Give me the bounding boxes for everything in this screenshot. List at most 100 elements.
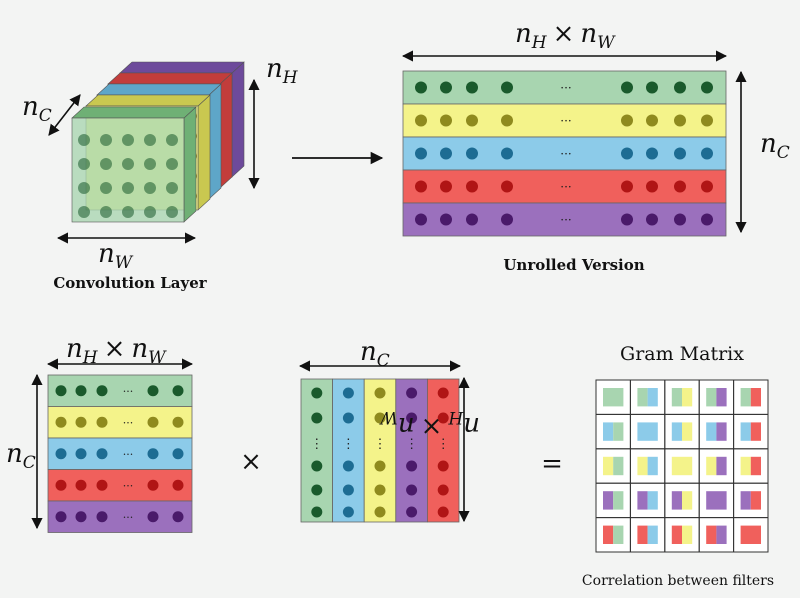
unrolled-dot [701,147,713,160]
cube-nh-label: nH [266,54,299,88]
unrolled-dot [621,147,633,160]
equals-sign: = [541,449,563,479]
unrolled-dot [701,180,713,193]
unrolled-row-yellow [402,103,727,138]
unrolled-dot [466,81,478,94]
gram-swatch-yellow [682,491,693,510]
left-ellipsis: ··· [123,511,134,524]
transposed-dot [342,506,354,518]
left-ellipsis: ··· [123,385,134,398]
transposed-dot [342,387,354,399]
gram-swatch-green [613,456,624,476]
transposed-dot [311,460,323,472]
left-ellipsis: ··· [123,480,134,493]
gram-swatch-yellow [706,456,717,476]
unrolled-dot [466,114,478,127]
unrolled-ellipsis: ··· [560,213,571,227]
unrolled-dot [501,213,513,226]
cube-top-blue [96,83,222,96]
cube-side-red [219,72,233,189]
unrolled-dot [466,180,478,193]
cube-side-yellow [197,94,211,211]
left-dot [172,385,184,397]
left-dot [55,511,67,523]
unrolled-row-blue [402,136,727,171]
unrolled-dot [440,213,452,226]
nc-depth-arrow [48,94,81,136]
gram-swatch-green [613,491,624,510]
cube-layer-green [71,106,197,223]
unrolled-dot [621,213,633,226]
gram-swatch-red [750,456,761,476]
unrolled-nc-label: nC [760,129,790,163]
transposed-dot [311,387,323,399]
left-row-blue [47,437,193,470]
left-dot [75,479,87,491]
left-ellipsis: ··· [123,448,134,461]
transposed-dot [342,484,354,496]
transposed-dot [437,387,449,399]
left-row-green [47,374,193,407]
left-matrix: ··············· [47,374,193,533]
transposed-col-blue [332,378,365,523]
unrolled-dot [646,147,658,160]
unrolled-ellipsis: ··· [560,114,571,128]
unrolled-ellipsis: ··· [560,147,571,161]
transposed-dot [406,484,418,496]
unrolled-dot [501,114,513,127]
gram-swatch-purple [716,388,727,407]
left-dot [147,416,159,428]
unrolled-dot [440,147,452,160]
unrolled-dot [674,213,686,226]
left-dot [147,511,159,523]
left-dot [147,479,159,491]
gram-swatch-yellow [740,456,751,476]
transposed-dot [374,460,386,472]
gram-swatch-blue [740,422,751,441]
gram-swatch-yellow [682,388,693,407]
transposed-dot [437,412,449,424]
gram-swatch-green [637,388,648,407]
unrolled-row-red [402,169,727,204]
gram-swatch-blue [647,525,658,544]
transposed-dot [406,387,418,399]
left-row-yellow [47,406,193,439]
transposed-dot [374,387,386,399]
gram-swatch-green [613,525,624,544]
transposed-dot [311,506,323,518]
cube-dot [122,134,134,146]
multiply-sign: × [240,447,262,477]
gram-swatch-blue [671,422,682,441]
left-dot [75,385,87,397]
transposed-dot [342,460,354,472]
left-dot [147,385,159,397]
left-dot [96,479,108,491]
cube-dot [78,206,90,218]
gram-swatch-blue [647,388,658,407]
unrolled-width-label: nH×nW [515,19,616,53]
transposed-matrix: ⋮⋮⋮⋮⋮ [300,378,460,523]
gram-swatch-red [603,525,614,544]
unrolled-dot [674,147,686,160]
gram-matrix-grid [595,379,769,553]
gram-swatch-purple [740,491,751,510]
cube-dot [78,134,90,146]
gram-swatch-green [671,388,682,407]
transposed-dot [342,412,354,424]
gram-swatch-yellow [682,422,693,441]
transposed-col-red [426,378,460,523]
gram-swatch-red [637,525,648,544]
unrolled-dot [621,114,633,127]
left-row-purple [47,500,193,533]
unrolled-dot [701,114,713,127]
unrolled-dot [415,81,427,94]
cube-top-yellow [85,94,211,107]
unrolled-dot [440,81,452,94]
left-dot [75,416,87,428]
gram-swatch-red [750,388,761,407]
gram-swatch-purple [706,491,727,510]
left-dot [172,479,184,491]
gram-swatch-blue [706,422,717,441]
left-dot [55,479,67,491]
unrolled-dot [501,147,513,160]
